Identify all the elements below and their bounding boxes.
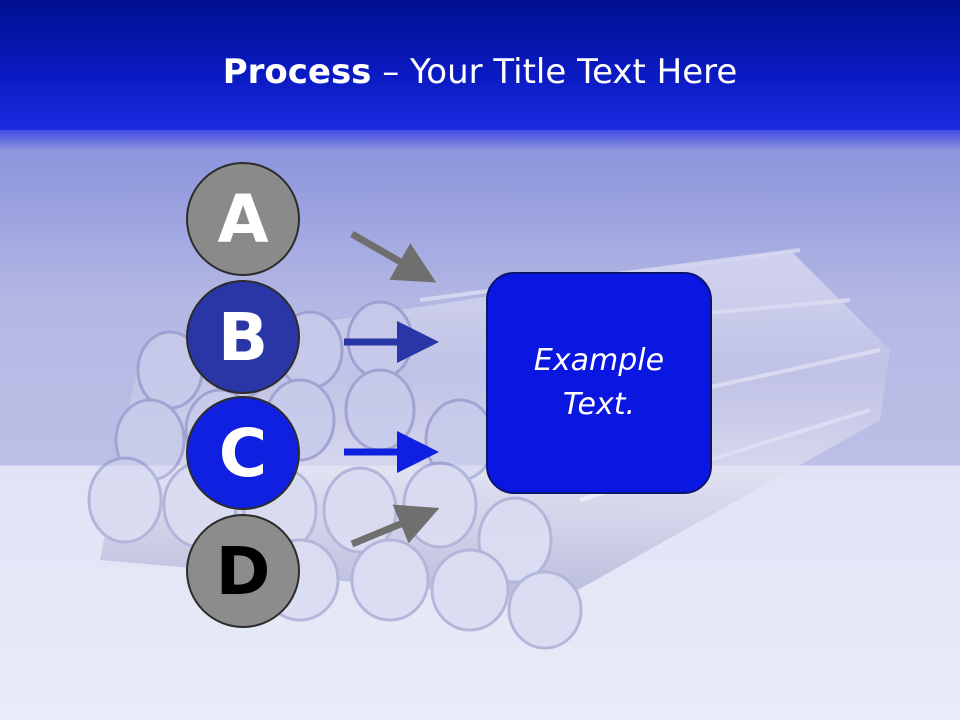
example-text-box[interactable]: Example Text. xyxy=(486,272,712,494)
step-a-circle[interactable]: A xyxy=(186,162,300,276)
step-c-letter: C xyxy=(218,414,268,492)
title-band xyxy=(0,0,960,130)
step-c-circle[interactable]: C xyxy=(186,396,300,510)
example-text: Example Text. xyxy=(533,343,665,422)
step-d-letter: D xyxy=(215,532,271,610)
step-b-letter: B xyxy=(217,298,269,376)
step-a-letter: A xyxy=(217,180,269,258)
step-b-circle[interactable]: B xyxy=(186,280,300,394)
arrow-a xyxy=(350,230,437,283)
step-d-circle[interactable]: D xyxy=(186,514,300,628)
title-bold: Process xyxy=(222,52,372,92)
title-rest: – Your Title Text Here xyxy=(371,52,738,92)
slide-title[interactable]: Process – Your Title Text Here xyxy=(0,52,960,92)
arrow-d xyxy=(350,504,440,548)
